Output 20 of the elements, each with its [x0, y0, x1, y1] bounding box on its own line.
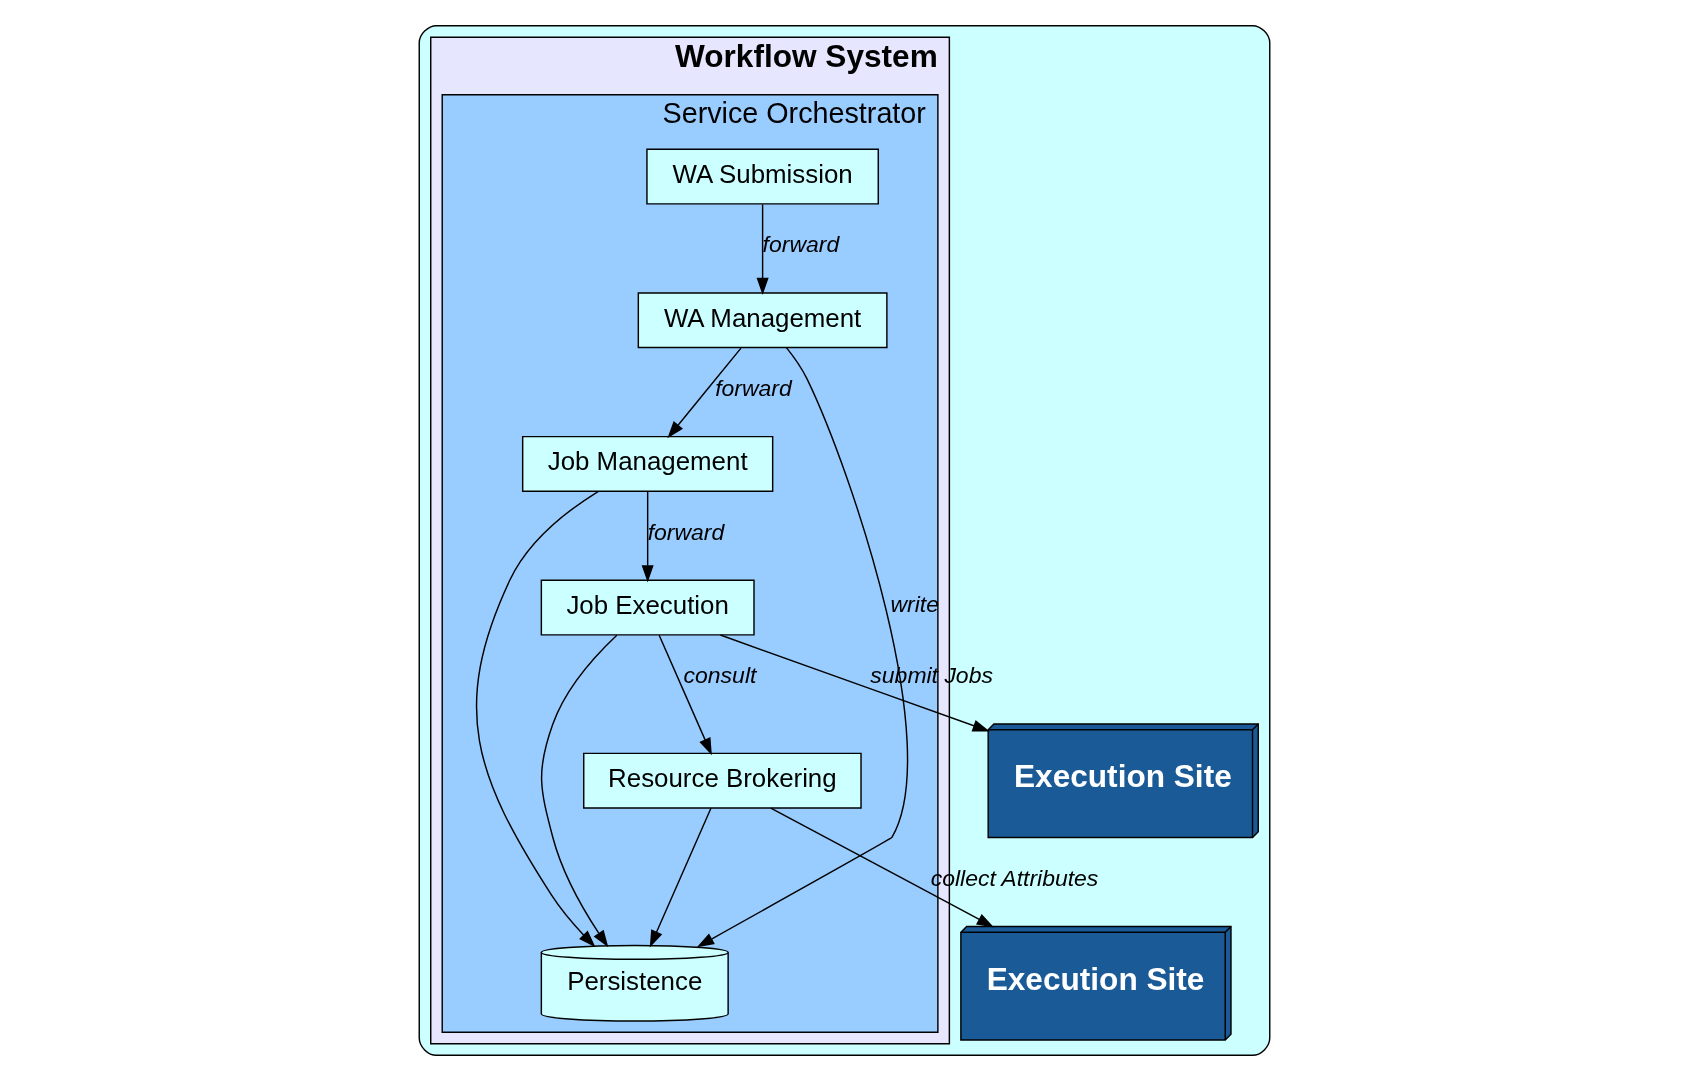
arrow — [719, 634, 990, 732]
cluster — [418, 25, 1270, 1056]
node-box: Job Execution — [540, 579, 755, 636]
node-box: WA Management — [637, 292, 888, 349]
arrow — [696, 346, 908, 948]
edge-label: consult — [683, 662, 756, 689]
arrow — [649, 807, 712, 948]
arrow — [769, 807, 994, 928]
edge-label: forward — [762, 231, 839, 258]
node-box: WA Submission — [645, 148, 879, 205]
arrow — [756, 203, 769, 296]
arrow — [641, 491, 654, 583]
arrow — [475, 490, 599, 948]
node-box: Resource Brokering — [582, 752, 862, 809]
arrow — [657, 634, 712, 756]
arrow — [666, 347, 742, 439]
edge-label: forward — [714, 375, 792, 402]
arrow — [540, 634, 617, 948]
node-box: Job Management — [521, 435, 773, 492]
edge-label: forward — [647, 518, 724, 545]
